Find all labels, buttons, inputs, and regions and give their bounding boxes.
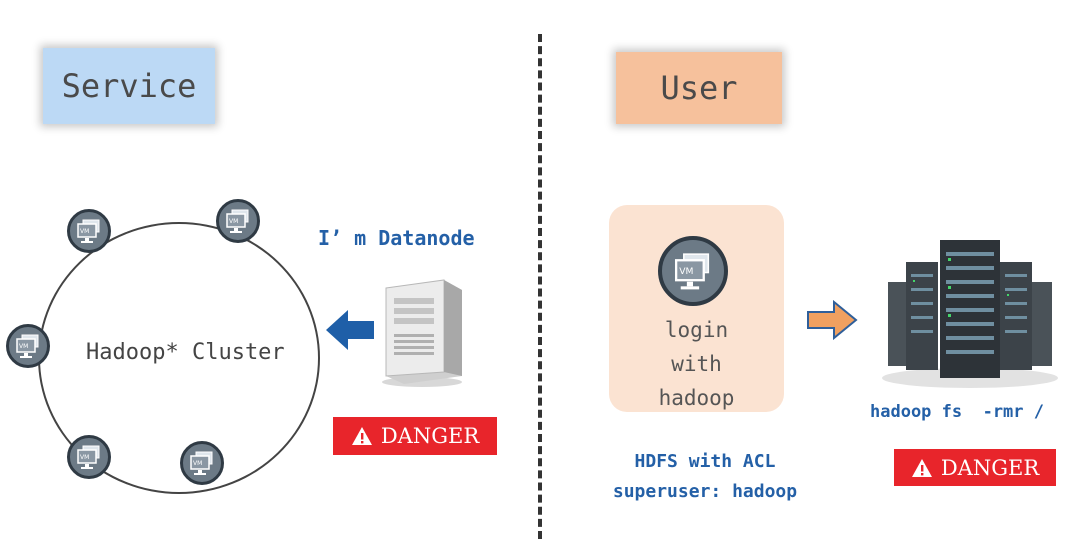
danger-label: DANGER (940, 455, 1040, 480)
warning-triangle-icon (911, 458, 932, 477)
hdfs-line: HDFS with ACL (634, 451, 776, 472)
server-rack-icon (882, 240, 1058, 388)
service-title: Service (61, 67, 197, 105)
cluster-label: Hadoop* Cluster (86, 340, 285, 365)
arrow-right-icon (807, 300, 858, 340)
vm-text: VM (80, 228, 89, 235)
user-vm-icon: VM (658, 236, 728, 306)
hdfs-acl-text: HDFS with ACL superuser: hadoop (590, 447, 820, 507)
vm-monitor-icon: VM (226, 209, 249, 233)
vm-node-icon: VM (6, 324, 50, 368)
vm-monitor-icon: VM (16, 334, 39, 358)
service-title-box: Service (43, 48, 215, 124)
arrow-left-icon (326, 310, 374, 350)
login-text: login with hadoop (609, 313, 784, 415)
vm-node-icon: VM (67, 435, 111, 479)
hdfs-line: superuser: hadoop (612, 481, 798, 502)
vm-text: VM (19, 343, 28, 350)
vm-node-icon: VM (216, 199, 260, 243)
login-line: login (664, 318, 729, 342)
panel-divider (538, 34, 542, 539)
login-line: with (671, 352, 722, 376)
vm-monitor-icon: VM (674, 253, 710, 290)
datanode-label: I’ m Datanode (318, 226, 475, 250)
vm-text: VM (229, 218, 238, 225)
warning-triangle-icon (351, 427, 372, 445)
vm-node-icon: VM (67, 209, 111, 253)
user-title-box: User (616, 52, 782, 124)
vm-text: VM (80, 454, 89, 461)
user-title: User (660, 69, 738, 107)
command-text: hadoop fs -rmr / (870, 402, 1044, 422)
login-line: hadoop (658, 386, 735, 410)
tower-server-icon (382, 279, 462, 387)
danger-badge: DANGER (894, 449, 1056, 486)
danger-label: DANGER (380, 424, 480, 448)
vm-monitor-icon: VM (190, 451, 213, 475)
vm-text: VM (193, 460, 202, 467)
vm-monitor-icon: VM (77, 445, 100, 469)
danger-badge: DANGER (333, 417, 497, 455)
vm-node-icon: VM (180, 441, 224, 485)
vm-text: VM (679, 266, 693, 277)
vm-monitor-icon: VM (77, 219, 100, 243)
